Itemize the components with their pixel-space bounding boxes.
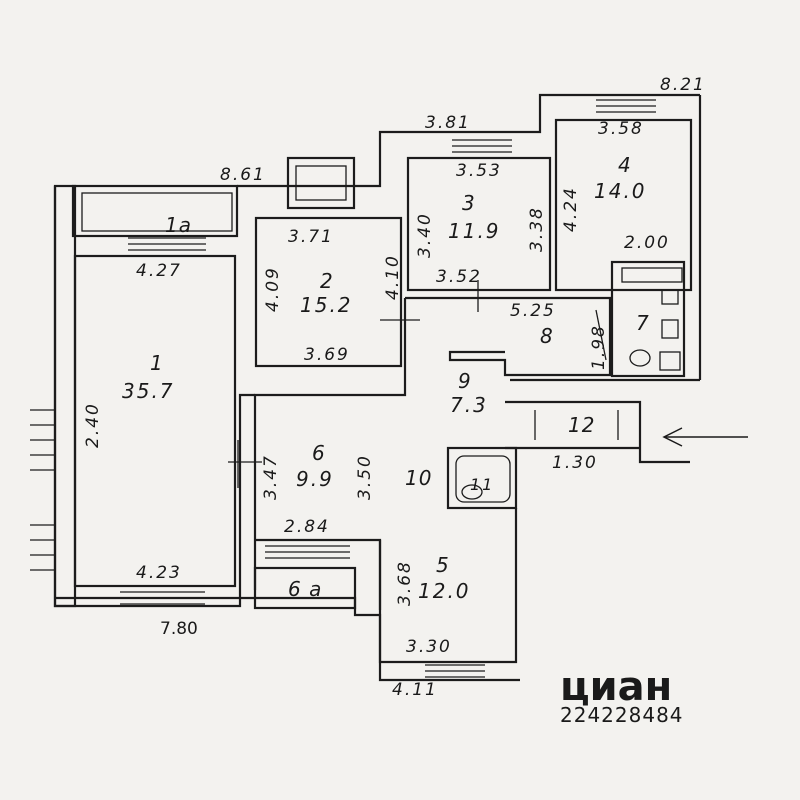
balcony-6a-outline <box>253 566 357 610</box>
watermark-brand: циан <box>560 664 672 710</box>
dim-3-38: 3.38 <box>527 206 547 252</box>
room-1a-number: 1a <box>165 213 192 237</box>
room-11-number: 11 <box>470 475 494 494</box>
dim-3-50: 3.50 <box>355 454 375 500</box>
room-6a-number: 6 a <box>288 577 322 601</box>
dim-4-09: 4.09 <box>263 266 283 312</box>
room-1-number: 1 <box>150 351 164 375</box>
dim-1-98: 1.98 <box>589 324 609 370</box>
window-room-3 <box>452 139 512 153</box>
room-4-outline <box>554 118 693 292</box>
room-7-number: 7 <box>636 311 650 335</box>
window-room-4 <box>596 99 656 113</box>
room-4-number: 4 <box>618 153 632 177</box>
dim-8-61: 8.61 <box>220 165 266 185</box>
room-1-area: 35.7 <box>122 379 175 403</box>
room-3-number: 3 <box>462 191 476 215</box>
room-7-outline <box>610 260 686 378</box>
dim-4-24: 4.24 <box>561 186 581 232</box>
dim-5-25: 5.25 <box>510 301 556 321</box>
room-4-area: 14.0 <box>594 179 647 203</box>
dim-4-10: 4.10 <box>383 254 403 300</box>
window-room-6 <box>265 545 350 559</box>
room-5-outline <box>378 508 518 664</box>
room-3-area: 11.9 <box>448 219 501 243</box>
doors <box>228 280 619 488</box>
dim-2-40: 2.40 <box>83 402 103 448</box>
room-1-outline <box>73 254 237 588</box>
room-12-outline <box>505 400 690 464</box>
dim-3-68: 3.68 <box>395 560 415 606</box>
window-1a <box>128 237 206 251</box>
dim-3-71: 3.71 <box>288 227 334 247</box>
entrance-arrow-icon <box>662 427 748 447</box>
room-6-number: 6 <box>312 441 326 465</box>
room-9-number: 9 <box>458 369 472 393</box>
room-2-outline <box>254 216 403 368</box>
watermark-id: 224228484 <box>560 703 684 727</box>
dim-1-30: 1.30 <box>552 453 598 473</box>
window-room-1-bottom <box>120 591 205 605</box>
window-room-2 <box>286 156 356 210</box>
dim-3-47: 3.47 <box>261 454 281 500</box>
dim-3-53: 3.53 <box>456 161 502 181</box>
dim-3-69: 3.69 <box>304 345 350 365</box>
room-12-number: 12 <box>568 413 595 437</box>
dim-3-40: 3.40 <box>415 212 435 258</box>
dim-2-84: 2.84 <box>284 517 330 537</box>
room-5-area: 12.0 <box>418 579 471 603</box>
room-2-number: 2 <box>320 269 334 293</box>
outer-walls <box>53 93 702 682</box>
dim-3-30: 3.30 <box>406 637 452 657</box>
dim-4-23: 4.23 <box>136 563 182 583</box>
dim-4-11: 4.11 <box>392 680 438 700</box>
dim-3-81: 3.81 <box>425 113 471 133</box>
room-8-number: 8 <box>540 324 554 348</box>
room-10-number: 10 <box>405 466 432 490</box>
dim-4-27: 4.27 <box>136 261 182 281</box>
dim-2-00: 2.00 <box>624 233 670 253</box>
room-11-outline <box>446 446 518 510</box>
room-2-area: 15.2 <box>300 293 353 317</box>
dim-8-21: 8.21 <box>660 75 706 95</box>
dim-3-58: 3.58 <box>598 119 644 139</box>
room-8-outline <box>405 296 612 377</box>
window-room-5 <box>425 664 485 678</box>
window-room-1-left <box>30 409 55 571</box>
dim-7-80: 7.80 <box>160 619 198 639</box>
dim-3-52: 3.52 <box>436 267 482 287</box>
room-6-area: 9.9 <box>296 467 334 491</box>
room-9-area: 7.3 <box>450 393 488 417</box>
room-5-number: 5 <box>436 553 450 577</box>
